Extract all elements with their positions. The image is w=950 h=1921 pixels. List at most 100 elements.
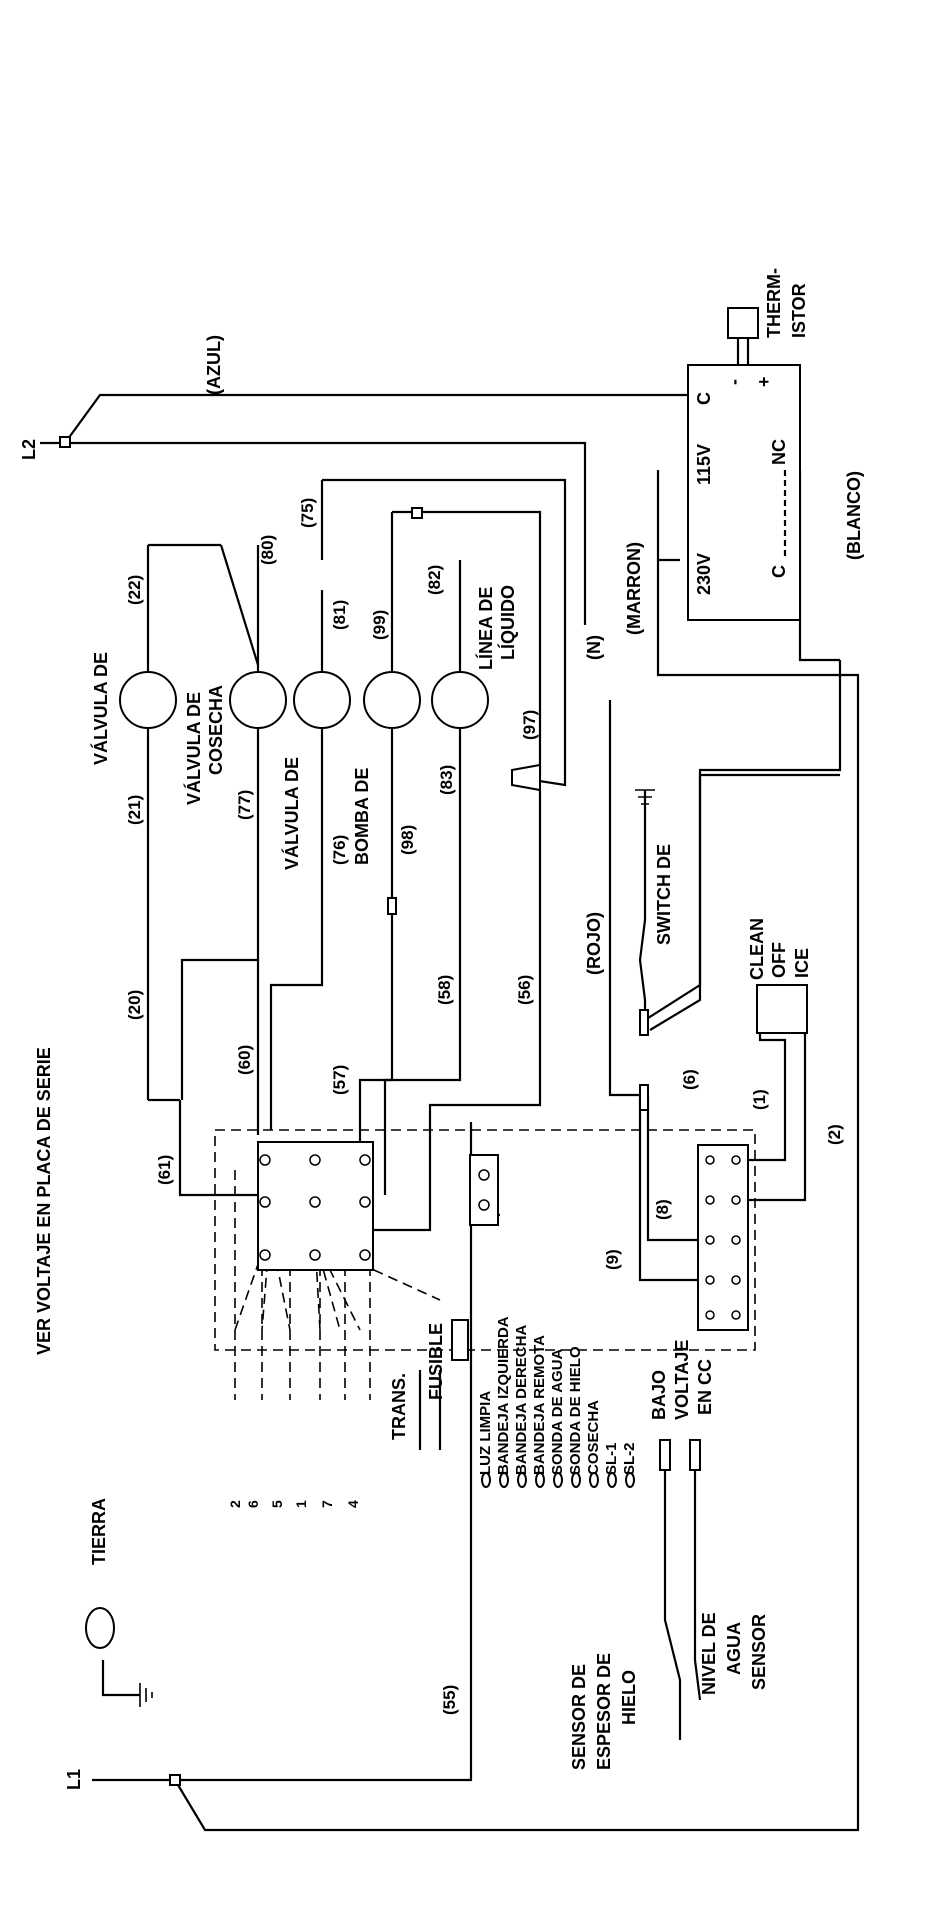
voltaje-label: VOLTAJE — [672, 1340, 692, 1420]
thermistor-label-1: THERM- — [764, 268, 784, 338]
wire-number: (21) — [125, 795, 144, 825]
l1-label: L1 — [64, 1769, 84, 1790]
cosecha-label: COSECHA — [206, 685, 226, 775]
n-wire-label: (N) — [584, 635, 604, 660]
connector-pin: 2 — [227, 1500, 243, 1508]
text-labels: VER VOLTAJE EN PLACA DE SERIE TIERRA L1 … — [19, 268, 864, 1790]
wire-number: (98) — [398, 825, 417, 855]
wire-number: (8) — [653, 1199, 672, 1220]
low-voltage-connector-dots — [705, 1155, 741, 1320]
wire-number: (58) — [435, 975, 454, 1005]
l2-label: L2 — [19, 439, 39, 460]
switch-connector — [639, 1009, 649, 1036]
blanco-label: (BLANCO) — [844, 471, 864, 560]
wire-number: (56) — [515, 975, 534, 1005]
en-cc-label: EN CC — [695, 1359, 715, 1415]
linea-de-label: LÍNEA DE — [475, 587, 496, 670]
sensor-espesor-label-3: HIELO — [619, 1670, 639, 1725]
harvest-valve-coil — [229, 671, 287, 729]
wire-number: (60) — [235, 1045, 254, 1075]
led-symbols — [481, 1472, 635, 1488]
fusible-label: FUSIBLE — [426, 1323, 446, 1400]
connector-pin: 5 — [269, 1500, 285, 1508]
wire-number: (1) — [750, 1089, 769, 1110]
internal-dashed-wiring — [234, 1170, 441, 1400]
wire-number: (77) — [235, 790, 254, 820]
bajo-label: BAJO — [649, 1370, 669, 1420]
wire-number: (75) — [298, 498, 317, 528]
transformer-coil — [418, 1370, 442, 1450]
nivel-label-3: SENSOR — [749, 1614, 769, 1690]
control-board-outline — [214, 1129, 756, 1351]
pump-motor-coil — [363, 671, 421, 729]
liquid-line-connector — [411, 507, 423, 519]
rojo-label: (ROJO) — [584, 912, 604, 975]
led-label: BANDEJA REMOTA — [531, 1335, 548, 1475]
valve-coil-1 — [119, 671, 177, 729]
wire-number: (2) — [825, 1124, 844, 1145]
c-top-label: C — [694, 392, 714, 405]
led-label: BANDEJA DERECHA — [513, 1325, 530, 1475]
valve-coils — [119, 671, 489, 729]
led-label: LUZ LIMPIA — [477, 1391, 494, 1475]
inline-connector — [639, 1084, 649, 1111]
led-label: SL-2 — [621, 1442, 638, 1475]
connector-pin: 6 — [245, 1500, 261, 1508]
wire-number: (99) — [370, 610, 389, 640]
fuse-block — [469, 1154, 499, 1226]
terminal-board-dots — [259, 1154, 371, 1261]
plus-label: + — [754, 376, 774, 387]
wire-number: (97) — [520, 710, 539, 740]
contactor-box — [687, 364, 801, 621]
sensor-espesor-label-2: ESPESOR DE — [594, 1653, 614, 1770]
trans-label: TRANS. — [389, 1373, 409, 1440]
v115-label: 115V — [694, 444, 714, 485]
v230-label: 230V — [694, 553, 714, 595]
wire-number: (6) — [680, 1069, 699, 1090]
clean-label: CLEAN — [747, 918, 767, 980]
led-label: SONDA DE AGUA — [549, 1348, 566, 1475]
wire-number: (80) — [258, 535, 277, 565]
nivel-label-2: AGUA — [724, 1622, 744, 1675]
c-bottom-label: C — [769, 565, 789, 578]
valvula-de-label-1: VÁLVULA DE — [90, 652, 111, 765]
l1-connector — [169, 1774, 181, 1786]
connector-pin: 7 — [319, 1500, 335, 1508]
wire-number: (57) — [330, 1065, 349, 1095]
pump-connector — [387, 897, 397, 915]
wire-number: (22) — [125, 575, 144, 605]
valve-coil-3 — [293, 671, 351, 729]
valvula-de-label-3: VÁLVULA DE — [281, 757, 302, 870]
l2-connector — [59, 436, 71, 448]
ice-label: ICE — [792, 948, 812, 978]
ground-symbol — [85, 1607, 115, 1649]
wire-number: (55) — [440, 1685, 459, 1715]
switch-de-label: SWITCH DE — [654, 844, 674, 945]
bomba-de-label: BOMBA DE — [352, 768, 372, 865]
low-voltage-connector — [697, 1144, 749, 1331]
thermistor-box — [727, 307, 759, 339]
tierra-label: TIERRA — [89, 1498, 109, 1565]
nivel-label-1: NIVEL DE — [699, 1612, 719, 1695]
wire-number: (20) — [125, 990, 144, 1020]
led-labels: LUZ LIMPIA BANDEJA IZQUIERDA BANDEJA DER… — [477, 1316, 638, 1475]
sensor-espesor-label-1: SENSOR DE — [569, 1664, 589, 1770]
led-label: COSECHA — [585, 1400, 602, 1475]
marron-label: (MARRON) — [624, 542, 644, 635]
azul-label: (AZUL) — [204, 335, 224, 395]
wire-number: (83) — [437, 765, 456, 795]
wire-number: (82) — [425, 565, 444, 595]
connector-pin-labels: 2 6 5 1 7 4 — [227, 1500, 361, 1508]
liquido-label: LÍQUIDO — [497, 585, 518, 660]
liquid-line-coil — [431, 671, 489, 729]
minus-label: - — [724, 379, 744, 385]
valvula-cosecha-label-1: VÁLVULA DE — [183, 692, 204, 805]
wire-number-labels: (22) (21) (20) (80) (77) (60) (75) (81) … — [125, 498, 844, 1715]
wire-number: (81) — [330, 600, 349, 630]
led-label: BANDEJA IZQUIERDA — [495, 1316, 512, 1475]
wire-number: (9) — [603, 1249, 622, 1270]
fuse-clip — [511, 763, 541, 792]
wire-number: (61) — [155, 1155, 174, 1185]
clean-off-ice-switch — [756, 984, 808, 1034]
